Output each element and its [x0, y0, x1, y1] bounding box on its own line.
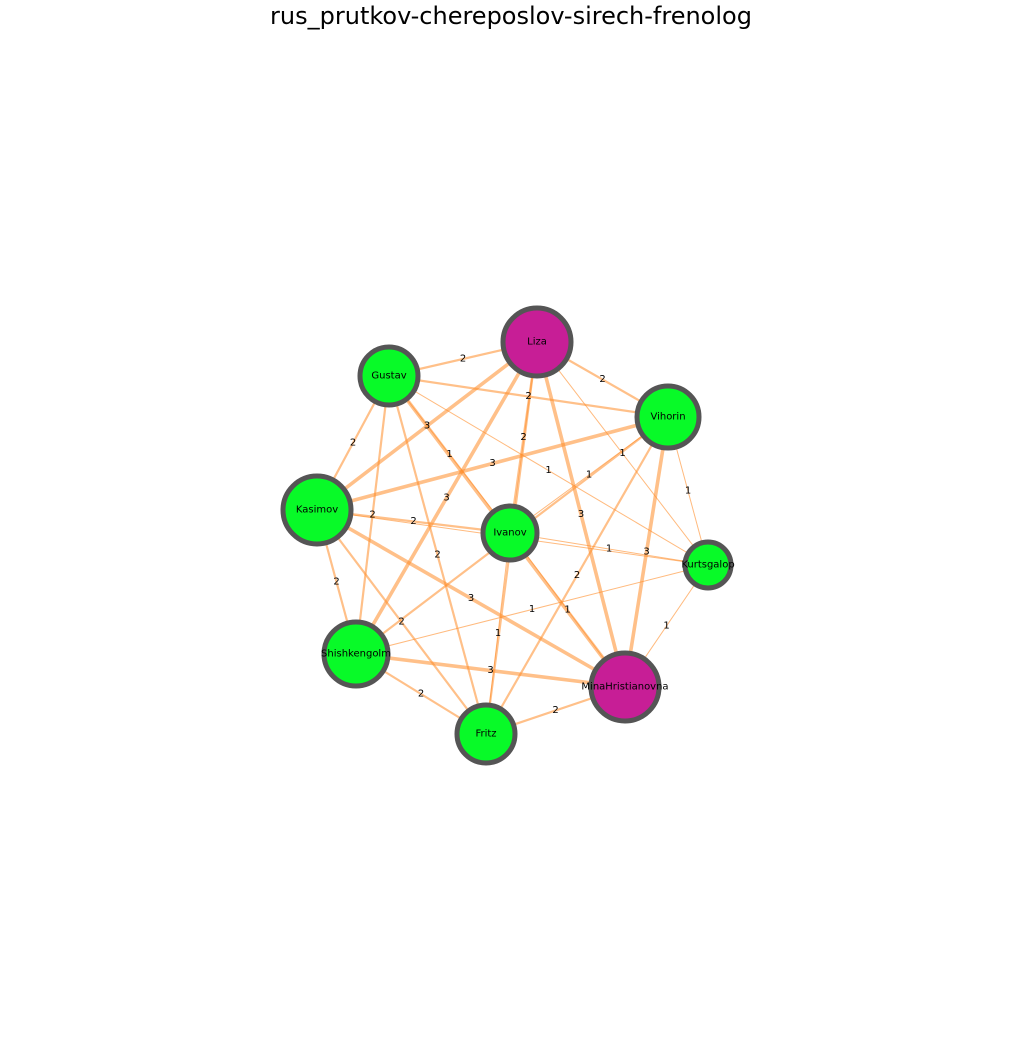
edge-weight-label: 2 — [599, 374, 605, 385]
node-circle — [588, 650, 662, 724]
edge-Gustav-Kurtsgalop — [388, 375, 709, 566]
node-Ivanov: Ivanov — [480, 503, 540, 563]
node-label: MinaHristianovna — [581, 682, 668, 693]
node-circle — [280, 473, 354, 547]
node-label: Gustav — [371, 371, 406, 382]
node-circle — [454, 702, 518, 766]
edge-weight-label: 2 — [350, 438, 356, 449]
node-circle — [480, 503, 540, 563]
edge-weight-label: 2 — [333, 577, 339, 588]
node-MinaHristianovna: MinaHristianovna — [581, 650, 669, 724]
edge-Gustav-Fritz — [387, 374, 488, 736]
edge-weight-label: 2 — [369, 510, 375, 521]
node-circle — [682, 539, 734, 591]
edge-weight-label: 1 — [495, 628, 501, 639]
node-Kasimov: Kasimov — [280, 473, 354, 547]
edge-weight-label: 2 — [520, 432, 526, 443]
edge-weight-label: 2 — [460, 354, 466, 365]
edge-weight-label: 3 — [578, 509, 584, 520]
edge-weight-label: 1 — [685, 486, 691, 497]
edge-weight-label: 3 — [468, 593, 474, 604]
edge-Shishkengolm-Kurtsgalop — [355, 564, 709, 655]
node-Shishkengolm: Shishkengolm — [321, 619, 391, 689]
edge-weight-label: 2 — [574, 570, 580, 581]
edge-Liza-Kurtsgalop — [536, 341, 709, 566]
node-label: Kasimov — [296, 505, 338, 516]
edge-weight-label: 3 — [487, 665, 493, 676]
edge-weight-label: 2 — [410, 516, 416, 527]
edge-weight-label: 2 — [418, 689, 424, 700]
edge-Gustav-Shishkengolm — [354, 374, 391, 656]
node-circle — [634, 383, 702, 451]
edge-Kasimov-MinaHristianovna — [315, 508, 627, 689]
edge-weight-label: 1 — [586, 470, 592, 481]
edge-Vihorin-Kasimov — [315, 415, 670, 512]
edge-weight-label: 1 — [619, 448, 625, 459]
edge-Gustav-Vihorin — [387, 374, 670, 419]
edge-Vihorin-MinaHristianovna — [623, 415, 670, 689]
node-Gustav: Gustav — [357, 344, 421, 408]
node-circle — [500, 305, 574, 379]
node-label: Ivanov — [493, 528, 526, 539]
node-label: Kurtsgalop — [681, 560, 734, 571]
edge-Shishkengolm-MinaHristianovna — [354, 652, 627, 689]
node-label: Vihorin — [650, 412, 685, 423]
node-Liza: Liza — [500, 305, 574, 379]
edge-Ivanov-Kurtsgalop — [509, 532, 709, 566]
edge-weight-label: 3 — [443, 493, 449, 504]
edge-weight-label: 2 — [525, 391, 531, 402]
edge-weight-label: 3 — [489, 458, 495, 469]
edge-weight-label: 1 — [529, 604, 535, 615]
node-Fritz: Fritz — [454, 702, 518, 766]
edge-weight-label: 3 — [643, 547, 649, 558]
node-label: Shishkengolm — [321, 649, 391, 660]
edge-weight-label: 1 — [663, 621, 669, 632]
node-label: Liza — [527, 337, 547, 348]
edge-weight-label: 1 — [606, 544, 612, 555]
edge-weight-label: 2 — [398, 617, 404, 628]
node-circle — [321, 619, 391, 689]
edge-weight-label: 3 — [424, 421, 430, 432]
node-label: Fritz — [475, 729, 496, 740]
edge-Kasimov-Fritz — [315, 508, 488, 736]
edge-Vihorin-Fritz — [484, 415, 670, 736]
graph-title: rus_prutkov-chereposlov-sirech-frenolog — [270, 2, 752, 30]
edge-weight-label: 1 — [564, 605, 570, 616]
nodes-layer: LizaGustavVihorinKasimovIvanovKurtsgalop… — [280, 305, 735, 766]
edge-weight-label: 2 — [434, 550, 440, 561]
edge-Ivanov-Fritz — [485, 532, 511, 735]
edge-weight-label: 1 — [545, 465, 551, 476]
edges-layer — [315, 340, 709, 736]
node-circle — [357, 344, 421, 408]
node-Kurtsgalop: Kurtsgalop — [681, 539, 735, 591]
node-Vihorin: Vihorin — [634, 383, 702, 451]
edge-weight-label: 1 — [446, 449, 452, 460]
edge-weight-label: 2 — [552, 705, 558, 716]
